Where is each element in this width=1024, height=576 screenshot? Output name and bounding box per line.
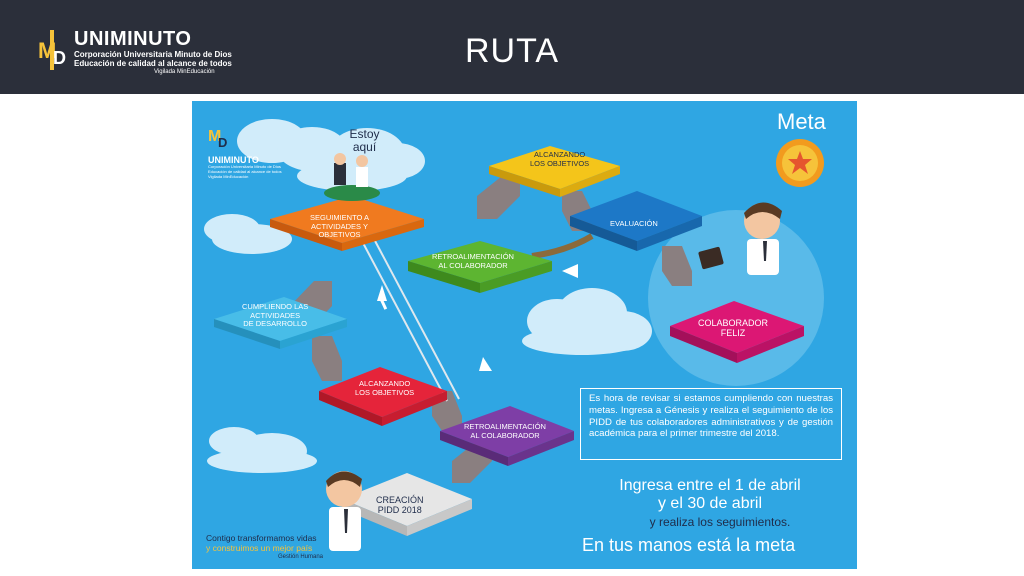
svg-text:D: D	[53, 48, 66, 68]
goal-text: En tus manos está la meta	[582, 535, 796, 555]
slogan-department: Gestión Humana	[278, 554, 324, 560]
slogan-line-2: y construimos un mejor país	[206, 543, 313, 553]
md-logo-icon: M D	[208, 128, 227, 149]
step-tile-seguimiento	[270, 196, 424, 251]
mini-logo-sub: Corporación Universitaria Minuto de Dios…	[208, 164, 282, 179]
date-range-text: Ingresa entre el 1 de abril y el 30 de a…	[610, 477, 810, 512]
svg-text:M: M	[208, 128, 221, 145]
step-label: COLABORADOR FELIZ	[698, 318, 769, 339]
happy-man-figure	[698, 202, 782, 275]
step-label: SEGUIMIENTO A ACTIVIDADES Y OBJETIVOS	[310, 213, 370, 240]
svg-text:D: D	[218, 135, 227, 149]
thinking-man-figure	[326, 471, 362, 551]
step-label: RETROALIMENTACIÓN AL COLABORADOR	[432, 252, 514, 270]
logo-tagline-2: Educación de calidad al alcance de todos	[74, 59, 232, 68]
uniminuto-logo: M D UNIMINUTO Corporación Universitaria …	[36, 28, 236, 78]
cloud-icon	[237, 119, 425, 191]
step-label: ALCANZANDO LOS OBJETIVOS	[355, 379, 415, 397]
step-label: CREACIÓN PIDD 2018	[376, 495, 424, 516]
meta-title: Meta	[777, 109, 826, 134]
route-infographic: M D UNIMINUTO Corporación Universitaria …	[192, 101, 857, 569]
logo-tagline-1: Corporación Universitaria Minuto de Dios	[74, 50, 232, 59]
step-label: RETROALIMENTACIÓN AL COLABORADOR	[464, 422, 546, 440]
header-bar: M D UNIMINUTO Corporación Universitaria …	[0, 0, 1024, 94]
infographic-artwork	[204, 119, 824, 551]
logo-name: UNIMINUTO	[74, 28, 192, 50]
page-title: RUTA	[464, 32, 560, 70]
you-are-here-label: Estoy aquí	[349, 127, 380, 154]
step-label: CUMPLIENDO LAS ACTIVIDADES DE DESARROLLO	[242, 302, 309, 329]
step-label: EVALUACIÓN	[610, 219, 658, 228]
mini-logo-name: UNIMINUTO	[208, 155, 259, 165]
medal-icon	[776, 139, 824, 187]
slogan-line-1: Contigo transformamos vidas	[206, 533, 317, 543]
md-logo-icon: M D	[36, 30, 70, 70]
step-label: ALCANZANDO LOS OBJETIVOS	[530, 150, 590, 168]
logo-tagline-3: Vigilada MinEducación	[154, 69, 215, 75]
follow-up-text: y realiza los seguimientos.	[649, 515, 791, 529]
businessman-figure	[324, 153, 380, 201]
date-line-1: Ingresa entre el 1 de abril	[619, 477, 801, 494]
date-line-2: y el 30 de abril	[657, 494, 763, 512]
info-text-box: Es hora de revisar si estamos cumpliendo…	[580, 388, 842, 460]
